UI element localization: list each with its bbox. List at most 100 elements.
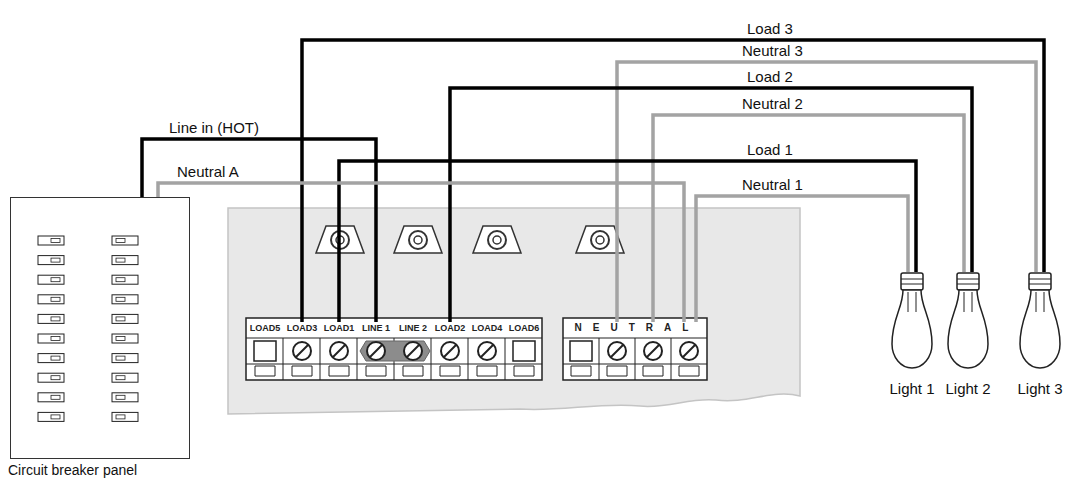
wire-label: Neutral A bbox=[175, 163, 241, 180]
node-text: Light 3 bbox=[1017, 380, 1063, 397]
node-text: LOAD4 bbox=[472, 322, 503, 334]
breaker-switch bbox=[51, 415, 60, 419]
breaker-switch bbox=[112, 275, 138, 284]
node-text: LINE 2 bbox=[399, 322, 427, 334]
breaker-switch bbox=[112, 295, 138, 304]
breaker-switch bbox=[38, 314, 64, 323]
breaker-switch bbox=[38, 412, 64, 421]
terminal-label: LOAD4 bbox=[472, 322, 503, 334]
terminal-screw bbox=[481, 345, 493, 357]
wire bbox=[302, 40, 1044, 322]
breaker-switch bbox=[38, 236, 138, 421]
node-text: Circuit breaker panel bbox=[8, 462, 190, 478]
mounting-tab bbox=[394, 226, 442, 253]
terminal-label: LINE 1 bbox=[362, 322, 390, 334]
terminal-jumper bbox=[360, 341, 430, 361]
mounting-tab bbox=[488, 231, 506, 249]
neutral-bar: NEUTRAL bbox=[575, 322, 700, 334]
breaker-switch bbox=[112, 354, 138, 363]
wire bbox=[158, 183, 684, 322]
terminal-screw bbox=[680, 342, 698, 360]
node-text: NEUTRAL bbox=[575, 322, 700, 334]
wire bbox=[339, 161, 916, 322]
breaker-switch bbox=[38, 256, 64, 265]
terminal-label: LOAD5 bbox=[250, 322, 281, 334]
terminal-screw bbox=[333, 345, 345, 357]
wire-label: Load 1 bbox=[745, 141, 795, 158]
wire bbox=[142, 139, 376, 322]
terminal-screw bbox=[644, 342, 662, 360]
empty-terminal bbox=[513, 341, 535, 361]
terminal-screw bbox=[444, 345, 456, 357]
breaker-switch bbox=[51, 297, 60, 301]
breaker-switch bbox=[116, 297, 125, 301]
terminal-screw bbox=[293, 342, 698, 360]
breaker-switch bbox=[51, 395, 60, 399]
mounting-tab bbox=[493, 236, 501, 244]
terminal-screw bbox=[330, 342, 348, 360]
terminal-strip bbox=[246, 318, 707, 380]
wire bbox=[450, 88, 972, 322]
wire-label: Neutral 1 bbox=[740, 176, 805, 193]
breaker-switch bbox=[38, 236, 64, 245]
breaker-switch bbox=[116, 395, 125, 399]
terminal-label: LOAD2 bbox=[435, 322, 466, 334]
breaker-switch bbox=[116, 278, 125, 282]
bulb-outline bbox=[889, 272, 935, 376]
wire-label: Line in (HOT) bbox=[167, 119, 261, 136]
breaker-switch bbox=[38, 334, 64, 343]
breaker-switch bbox=[116, 337, 125, 341]
empty-terminal bbox=[570, 341, 592, 361]
mounting-tab bbox=[596, 236, 604, 244]
light-bulb: Light 2 bbox=[945, 272, 991, 397]
breaker-switch bbox=[116, 239, 125, 243]
breaker-switch bbox=[51, 278, 60, 282]
terminal-screw bbox=[296, 345, 308, 357]
breaker-switch bbox=[38, 373, 64, 382]
breaker-panel: Circuit breaker panel bbox=[8, 197, 190, 478]
breaker-switch bbox=[112, 373, 138, 382]
bulb-outline bbox=[1017, 272, 1063, 376]
node-text: LOAD6 bbox=[509, 322, 540, 334]
node-text: LOAD3 bbox=[287, 322, 318, 334]
mounting-tab bbox=[591, 231, 609, 249]
breaker-switch bbox=[112, 334, 138, 343]
breaker-switch bbox=[38, 295, 64, 304]
terminal-screw bbox=[478, 342, 496, 360]
terminal-label: LINE 2 bbox=[399, 322, 427, 334]
breaker-switch bbox=[51, 376, 60, 380]
light-bulb: Light 3 bbox=[1017, 272, 1063, 397]
breaker-switch bbox=[116, 415, 125, 419]
empty-terminal bbox=[254, 341, 592, 361]
breaker-switch bbox=[116, 258, 125, 262]
terminal-screw bbox=[367, 342, 385, 360]
terminal-screw bbox=[647, 345, 659, 357]
node-text: Light 2 bbox=[945, 380, 991, 397]
terminal-screw bbox=[683, 345, 695, 357]
terminal-screw bbox=[404, 342, 422, 360]
node-text: Light 1 bbox=[889, 380, 935, 397]
breaker-switch bbox=[116, 376, 125, 380]
bulb-outline bbox=[945, 272, 991, 376]
mounting-tab bbox=[473, 226, 521, 253]
node-text: LINE 1 bbox=[362, 322, 390, 334]
terminal-screw bbox=[370, 345, 382, 357]
empty-terminal bbox=[254, 341, 276, 361]
wire-label: Neutral 2 bbox=[740, 95, 805, 112]
breaker-switch bbox=[112, 412, 138, 421]
terminal-screw bbox=[293, 342, 311, 360]
wire-label: Load 3 bbox=[745, 20, 795, 37]
breaker-switch bbox=[38, 275, 64, 284]
terminal-strip bbox=[255, 366, 699, 376]
node-text: LOAD1 bbox=[324, 322, 355, 334]
breaker-switch bbox=[51, 239, 60, 243]
terminal-screw bbox=[407, 345, 419, 357]
wire bbox=[696, 196, 908, 322]
light-bulb: Light 1 bbox=[889, 272, 935, 397]
terminal-screw bbox=[611, 345, 623, 357]
breaker-switch bbox=[51, 258, 60, 262]
mounting-tab bbox=[409, 231, 427, 249]
